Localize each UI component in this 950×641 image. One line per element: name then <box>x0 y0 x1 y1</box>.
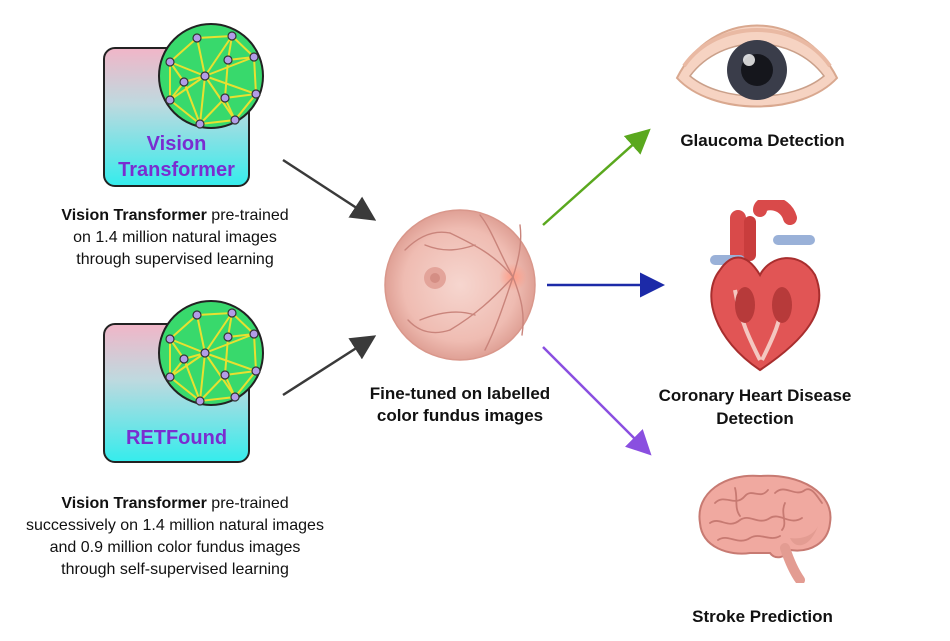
caption-bold: Vision Transformer <box>61 495 207 512</box>
brain-icon <box>698 474 832 583</box>
target-label-line: Detection <box>716 409 794 428</box>
caption-line: through self-supervised learning <box>61 561 289 578</box>
caption-line: successively on 1.4 million natural imag… <box>26 517 324 534</box>
arrow-retfound-to-fundus <box>282 335 377 397</box>
caption-text: pre-trained <box>206 495 289 512</box>
arrow-to-stroke <box>542 346 652 456</box>
caption-bold: Vision Transformer <box>61 207 207 224</box>
target-label-line: Coronary Heart Disease <box>658 386 852 405</box>
vision-transformer-caption: Vision Transformer pre-trained on 1.4 mi… <box>20 205 330 271</box>
neural-network-icon <box>158 300 264 406</box>
arrow-vit-to-fundus <box>282 158 377 221</box>
caption-line: on 1.4 million natural images <box>73 229 277 246</box>
retfound-caption: Vision Transformer pre-trained successiv… <box>5 493 345 581</box>
target-label-line: Glaucoma Detection <box>680 131 845 150</box>
coronary-heart-disease-label: Coronary Heart Disease Detection <box>625 384 885 430</box>
heart-icon <box>710 200 821 372</box>
stroke-prediction-label: Stroke Prediction <box>640 605 885 628</box>
caption-line: color fundus images <box>376 406 544 425</box>
caption-line: Fine-tuned on labelled <box>369 384 551 403</box>
caption-line: and 0.9 million color fundus images <box>49 539 301 556</box>
model-name-line: Vision <box>146 133 207 155</box>
fine-tune-caption: Fine-tuned on labelled color fundus imag… <box>345 383 575 427</box>
caption-line: through supervised learning <box>76 251 274 268</box>
eye-icon <box>675 24 839 108</box>
model-name-line: Transformer <box>118 159 235 181</box>
model-name-line: RETFound <box>125 427 228 449</box>
caption-text: pre-trained <box>206 207 289 224</box>
target-label-line: Stroke Prediction <box>692 607 833 626</box>
arrow-to-glaucoma <box>542 128 651 226</box>
glaucoma-label: Glaucoma Detection <box>640 129 885 152</box>
neural-network-icon <box>158 23 264 129</box>
fundus-image-icon <box>384 209 536 361</box>
